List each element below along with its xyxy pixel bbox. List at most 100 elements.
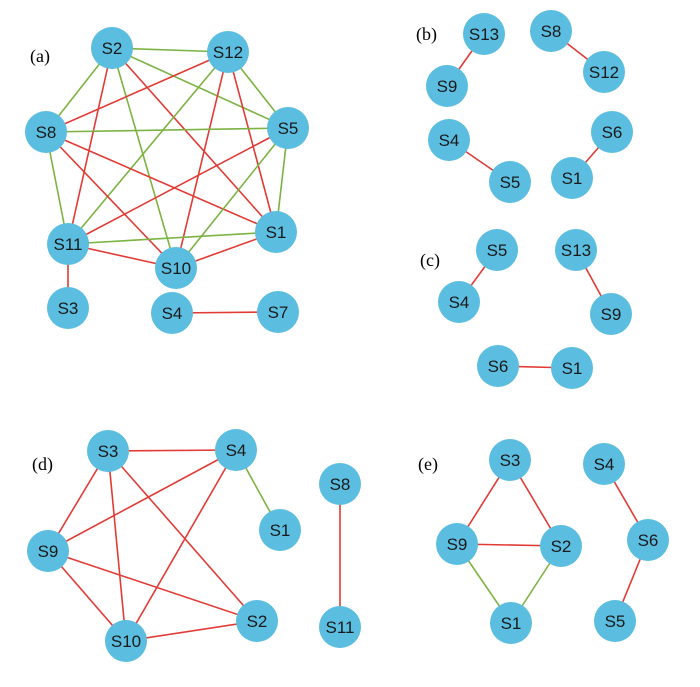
- node-s6: S6: [627, 519, 669, 561]
- node-label: S4: [449, 293, 470, 312]
- node-label: S4: [439, 131, 460, 150]
- node-circle: [490, 602, 532, 644]
- node-circle: [319, 463, 361, 505]
- node-s1: S1: [551, 347, 593, 389]
- node-circle: [27, 530, 69, 572]
- node-s1: S1: [490, 602, 532, 644]
- edge-s8-s1: [45, 131, 277, 233]
- node-label: S1: [270, 521, 291, 540]
- edge-s12-s11: [67, 51, 229, 245]
- edge-s12-s8: [45, 51, 229, 133]
- node-s9: S9: [436, 523, 478, 565]
- node-circle: [530, 10, 572, 52]
- edge-s3-s2: [107, 450, 258, 622]
- node-label: S1: [562, 359, 583, 378]
- node-s5: S5: [476, 229, 518, 271]
- node-s7: S7: [257, 291, 299, 333]
- edge-s3-s4: [107, 449, 237, 452]
- node-circle: [25, 111, 67, 153]
- node-circle: [583, 443, 625, 485]
- node-label: S3: [500, 451, 521, 470]
- edge-s4-s9: [47, 449, 237, 552]
- node-s4: S4: [151, 292, 193, 334]
- node-label: S4: [226, 441, 247, 460]
- node-label: S8: [330, 475, 351, 494]
- node-label: S3: [58, 299, 79, 318]
- node-label: S12: [213, 43, 243, 62]
- node-label: S13: [561, 241, 591, 260]
- node-label: S8: [36, 123, 57, 142]
- node-s9: S9: [426, 65, 468, 107]
- node-s9: S9: [27, 530, 69, 572]
- node-s4: S4: [438, 281, 480, 323]
- node-s11: S11: [319, 606, 361, 648]
- edge-s8-s10: [45, 131, 177, 269]
- node-s12: S12: [207, 31, 249, 73]
- node-s10: S10: [155, 247, 197, 289]
- node-circle: [259, 509, 301, 551]
- node-s4: S4: [583, 443, 625, 485]
- node-label: S10: [111, 632, 141, 651]
- panel-label: (a): [30, 46, 50, 67]
- node-circle: [627, 519, 669, 561]
- node-label: S4: [594, 455, 615, 474]
- panel-label: (b): [416, 24, 437, 45]
- node-circle: [215, 429, 257, 471]
- node-circle: [236, 600, 278, 642]
- node-circle: [436, 523, 478, 565]
- node-label: S6: [638, 531, 659, 550]
- edge-s10-s2: [125, 620, 258, 642]
- node-label: S5: [278, 119, 299, 138]
- node-circle: [590, 293, 632, 335]
- node-circle: [428, 119, 470, 161]
- node-label: S12: [589, 63, 619, 82]
- node-circle: [594, 600, 636, 642]
- node-label: S3: [98, 442, 119, 461]
- node-circle: [476, 229, 518, 271]
- node-circle: [551, 347, 593, 389]
- node-circle: [207, 31, 249, 73]
- node-circle: [438, 281, 480, 323]
- edge-s5-s11: [67, 127, 289, 245]
- node-label: S2: [247, 612, 268, 631]
- node-s6: S6: [591, 111, 633, 153]
- node-circle: [155, 247, 197, 289]
- node-circle: [151, 292, 193, 334]
- node-s10: S10: [105, 620, 147, 662]
- edge-s8-s5: [45, 127, 289, 133]
- node-circle: [489, 439, 531, 481]
- node-label: S7: [268, 303, 289, 322]
- node-s4: S4: [428, 119, 470, 161]
- node-label: S4: [162, 304, 183, 323]
- node-label: S5: [605, 612, 626, 631]
- node-label: S1: [562, 169, 583, 188]
- node-label: S9: [38, 542, 59, 561]
- node-s13: S13: [555, 229, 597, 271]
- node-label: S11: [326, 618, 355, 637]
- node-label: S11: [54, 235, 83, 254]
- edge-s12-s1: [227, 51, 277, 233]
- node-s2: S2: [91, 27, 133, 69]
- node-label: S5: [487, 241, 508, 260]
- node-label: S10: [161, 259, 191, 278]
- edge-s5-s10: [175, 127, 289, 269]
- node-s3: S3: [87, 430, 129, 472]
- node-label: S6: [602, 123, 623, 142]
- edge-s9-s2: [47, 550, 258, 622]
- node-label: S1: [266, 223, 287, 242]
- node-s8: S8: [25, 111, 67, 153]
- node-s2: S2: [236, 600, 278, 642]
- node-circle: [319, 606, 361, 648]
- panel-label: (e): [418, 454, 438, 475]
- node-label: S13: [469, 25, 499, 44]
- panel-label: (d): [32, 454, 53, 475]
- node-label: S8: [541, 22, 562, 41]
- node-s3: S3: [47, 287, 89, 329]
- node-circle: [540, 525, 582, 567]
- node-s5: S5: [267, 107, 309, 149]
- node-label: S9: [601, 305, 622, 324]
- node-s11: S11: [47, 223, 89, 265]
